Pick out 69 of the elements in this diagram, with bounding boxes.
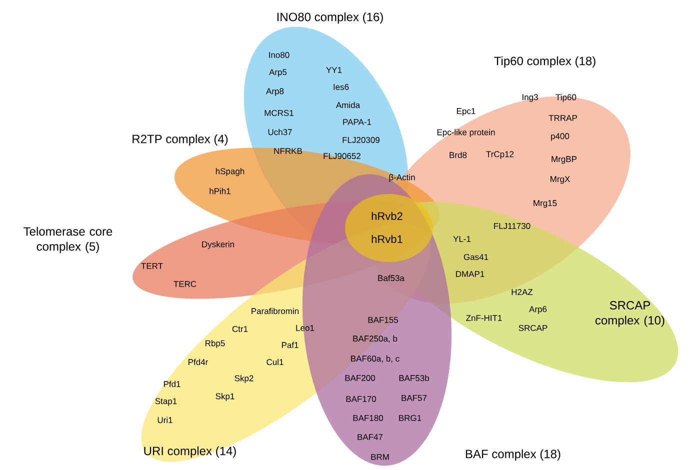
protein-label: BRG1	[399, 415, 422, 421]
protein-label: Epc-like protein	[437, 129, 495, 137]
protein-label: Epc1	[457, 108, 476, 116]
protein-label: BRM	[371, 454, 389, 460]
protein-label: Leo1	[296, 325, 314, 331]
protein-label: Ino80	[269, 52, 290, 58]
protein-label: PAPA-1	[343, 119, 372, 125]
protein-label: Arp6	[529, 306, 547, 314]
protein-label: Skp1	[216, 393, 234, 401]
protein-label: Cul1	[266, 358, 284, 366]
protein-label: Paf1	[282, 342, 298, 348]
protein-label: BAF250a, b	[353, 335, 398, 343]
protein-label: hPih1	[210, 188, 230, 194]
protein-label: BAF170	[346, 396, 376, 402]
protein-label: Amida	[336, 102, 360, 108]
protein-label: MCRS1	[264, 110, 294, 116]
protein-label: Dyskerin	[202, 241, 234, 249]
protein-label: Pfd4r	[188, 358, 208, 366]
protein-label: Rbp5	[206, 340, 225, 348]
protein-label: TrCp12	[486, 151, 514, 159]
protein-label: Tip60	[556, 94, 576, 102]
protein-label: H2AZ	[512, 289, 533, 295]
complex-title: Telomerase core complex (5)	[24, 226, 112, 254]
complex-title: SRCAP complex (10)	[596, 301, 664, 327]
protein-label: BAF60a, b, c	[351, 355, 400, 363]
protein-label: MrgBP	[552, 156, 577, 164]
complex-title: BAF complex (18)	[466, 449, 560, 461]
protein-label: TERC	[174, 281, 196, 287]
protein-label: Uri1	[158, 416, 172, 424]
protein-label: FLJ20309	[342, 137, 380, 143]
protein-label: BAF200	[345, 375, 376, 381]
protein-label: Arp8	[266, 88, 284, 96]
complex-title: URI complex (14)	[144, 446, 236, 458]
protein-label: YL-1	[453, 236, 471, 242]
protein-label: BAF47	[358, 434, 383, 440]
protein-label: FLJ11730	[494, 223, 530, 229]
protein-label: BAF180	[353, 415, 384, 421]
protein-label: p400	[551, 133, 570, 141]
protein-label: Mrg15	[534, 200, 557, 208]
protein-label: Ies6	[334, 84, 349, 90]
protein-label: β-Actin	[389, 174, 415, 182]
protein-label: BAF53b	[399, 374, 429, 382]
protein-label: BAF57	[402, 395, 427, 401]
protein-label: Ctr1	[232, 326, 248, 332]
protein-label: Ing3	[522, 94, 538, 102]
protein-label: Skp2	[234, 375, 254, 383]
protein-label: ZnF-HIT1	[466, 315, 502, 321]
protein-label: MrgX	[550, 176, 570, 184]
protein-label: YY1	[326, 67, 342, 73]
protein-label: TRRAP	[548, 115, 577, 121]
protein-label: hSpagh	[216, 168, 244, 176]
protein-label: TERT	[141, 263, 163, 269]
protein-label: BAF155	[368, 317, 398, 323]
protein-label: Gas41	[464, 254, 488, 260]
protein-label: NFRKB	[274, 148, 302, 154]
protein-label: Stap1	[155, 398, 177, 406]
protein-label: Pfd1	[164, 380, 180, 388]
complex-title: R2TP complex (4)	[132, 134, 228, 146]
protein-label: DMAP1	[456, 271, 484, 277]
complex-title: INO80 complex (16)	[277, 12, 383, 24]
protein-label: Brd8	[450, 152, 467, 158]
protein-label: hRvb1	[372, 234, 402, 244]
protein-label: Baf53a	[378, 274, 404, 282]
protein-label: Arp5	[269, 69, 287, 77]
complex-title: Tip60 complex (18)	[494, 56, 596, 68]
protein-label: Parafibromin	[252, 308, 299, 314]
protein-label: Uch37	[268, 128, 292, 136]
protein-label: SRCAP	[518, 325, 548, 331]
protein-label: hRvb2	[372, 212, 402, 220]
